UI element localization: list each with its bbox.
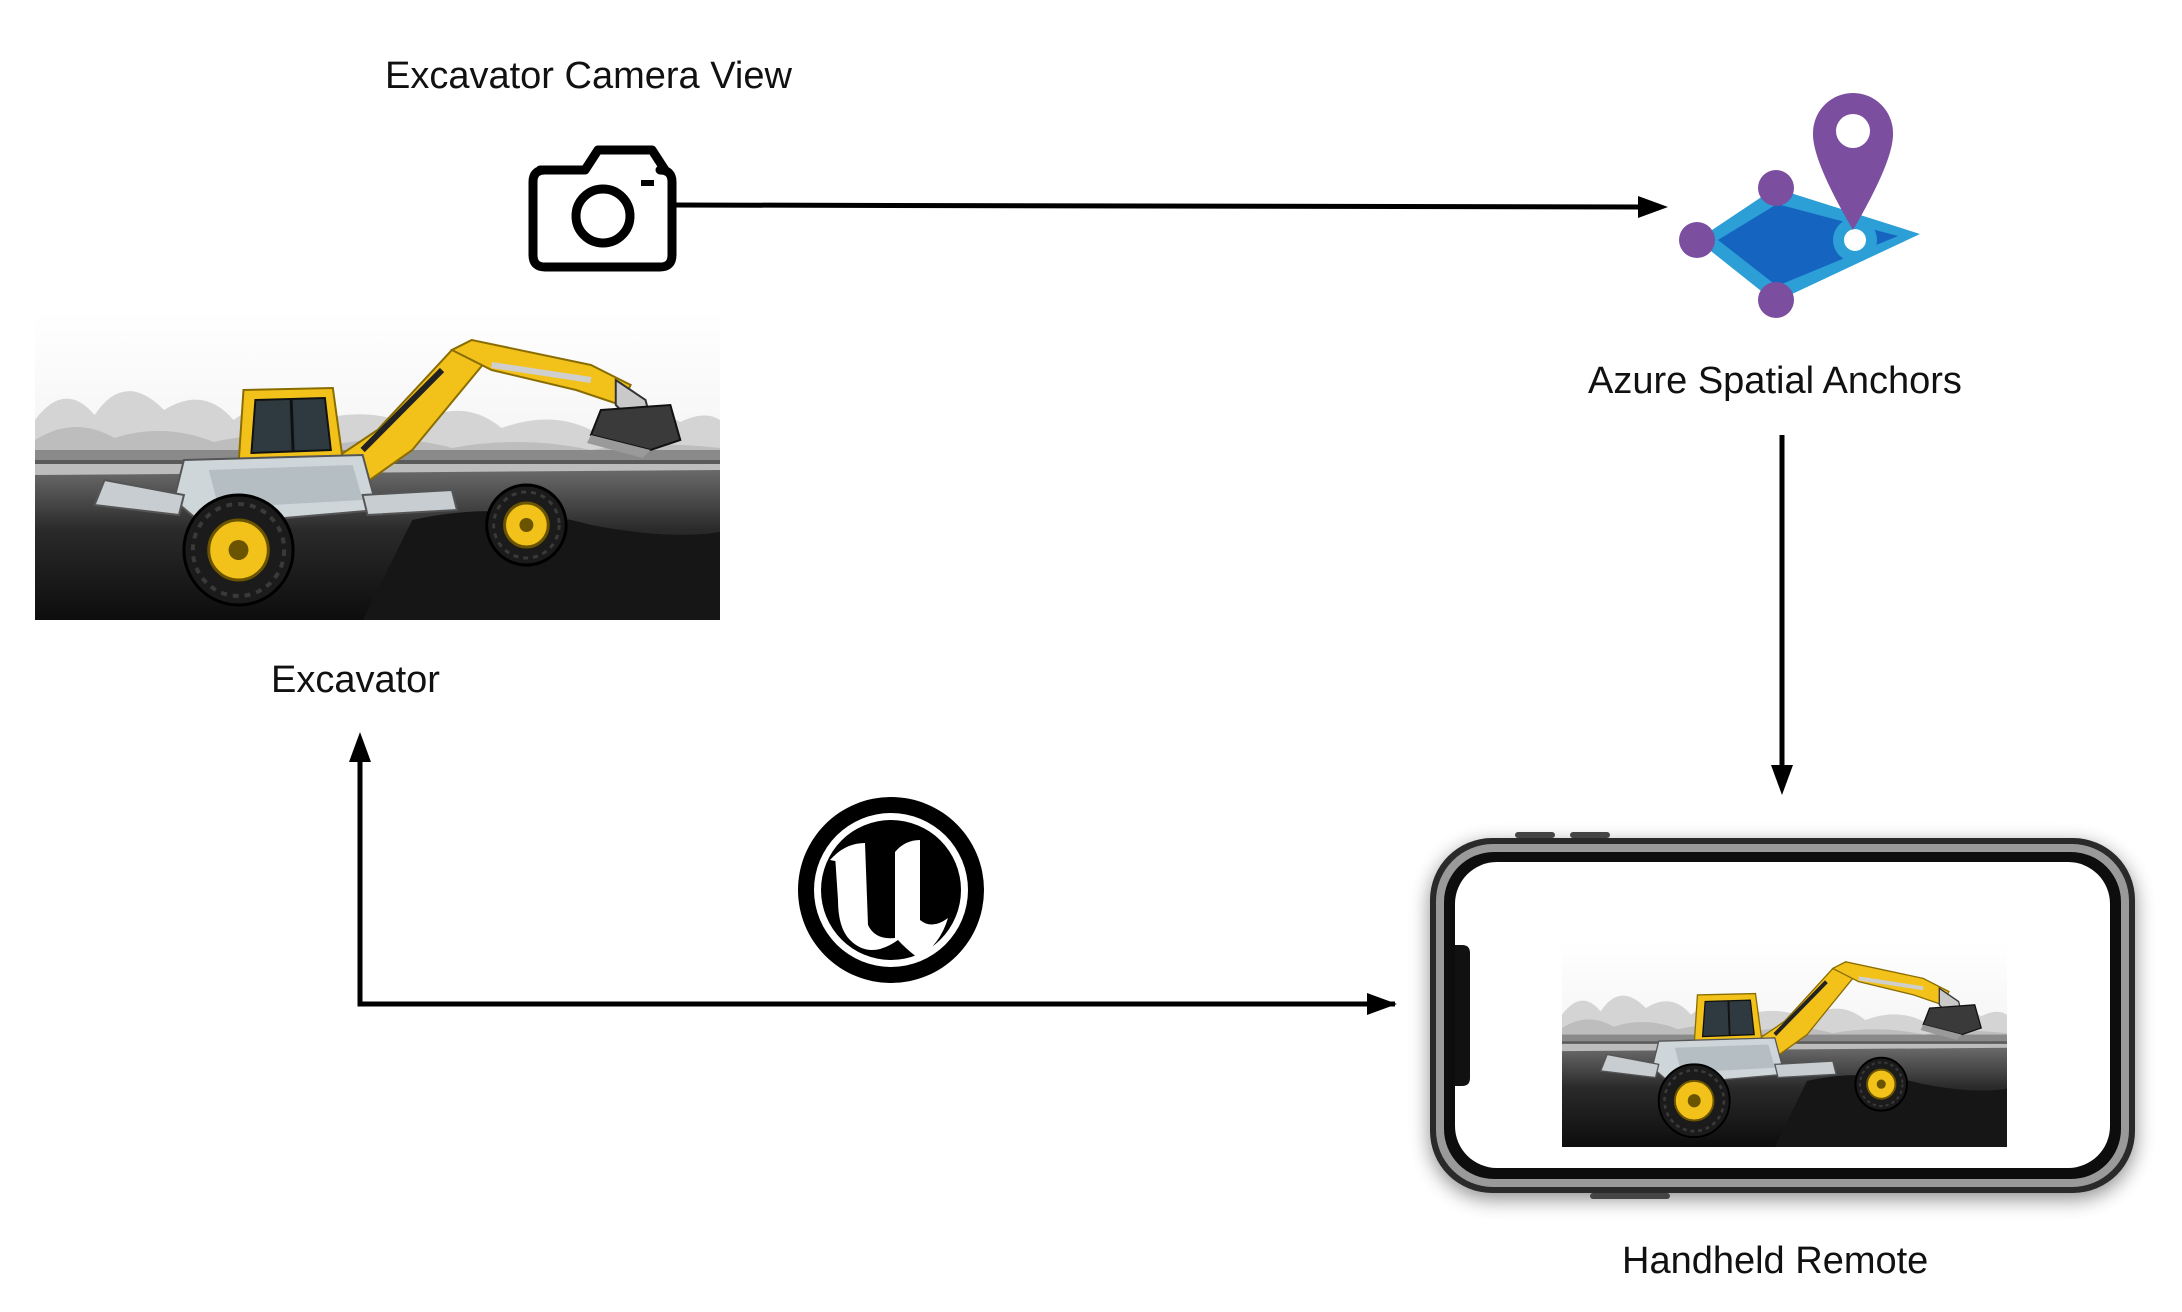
azure-spatial-anchors-logo bbox=[1679, 93, 1920, 318]
camera-view-label: Excavator Camera View bbox=[385, 55, 792, 97]
phone-screen-excavator bbox=[1562, 942, 2007, 1147]
remote-label: Handheld Remote bbox=[1622, 1240, 1928, 1282]
camera-icon bbox=[528, 145, 677, 272]
phone-button bbox=[1570, 832, 1610, 838]
arrow-remote-to-excavator bbox=[349, 732, 1395, 1007]
phone-button bbox=[1590, 1193, 1670, 1199]
phone-notch bbox=[1455, 945, 1470, 1086]
anchors-label: Azure Spatial Anchors bbox=[1588, 360, 1962, 402]
phone-button bbox=[1515, 832, 1555, 838]
excavator-photo bbox=[35, 310, 720, 620]
unreal-engine-logo bbox=[798, 797, 984, 983]
excavator-label: Excavator bbox=[271, 659, 440, 701]
arrow-anchors-to-remote bbox=[1771, 435, 1793, 795]
smartphone-frame bbox=[1430, 832, 2135, 1199]
arrow-excavator-to-remote bbox=[1367, 993, 1397, 1015]
arrow-camera-to-anchors bbox=[671, 196, 1668, 218]
